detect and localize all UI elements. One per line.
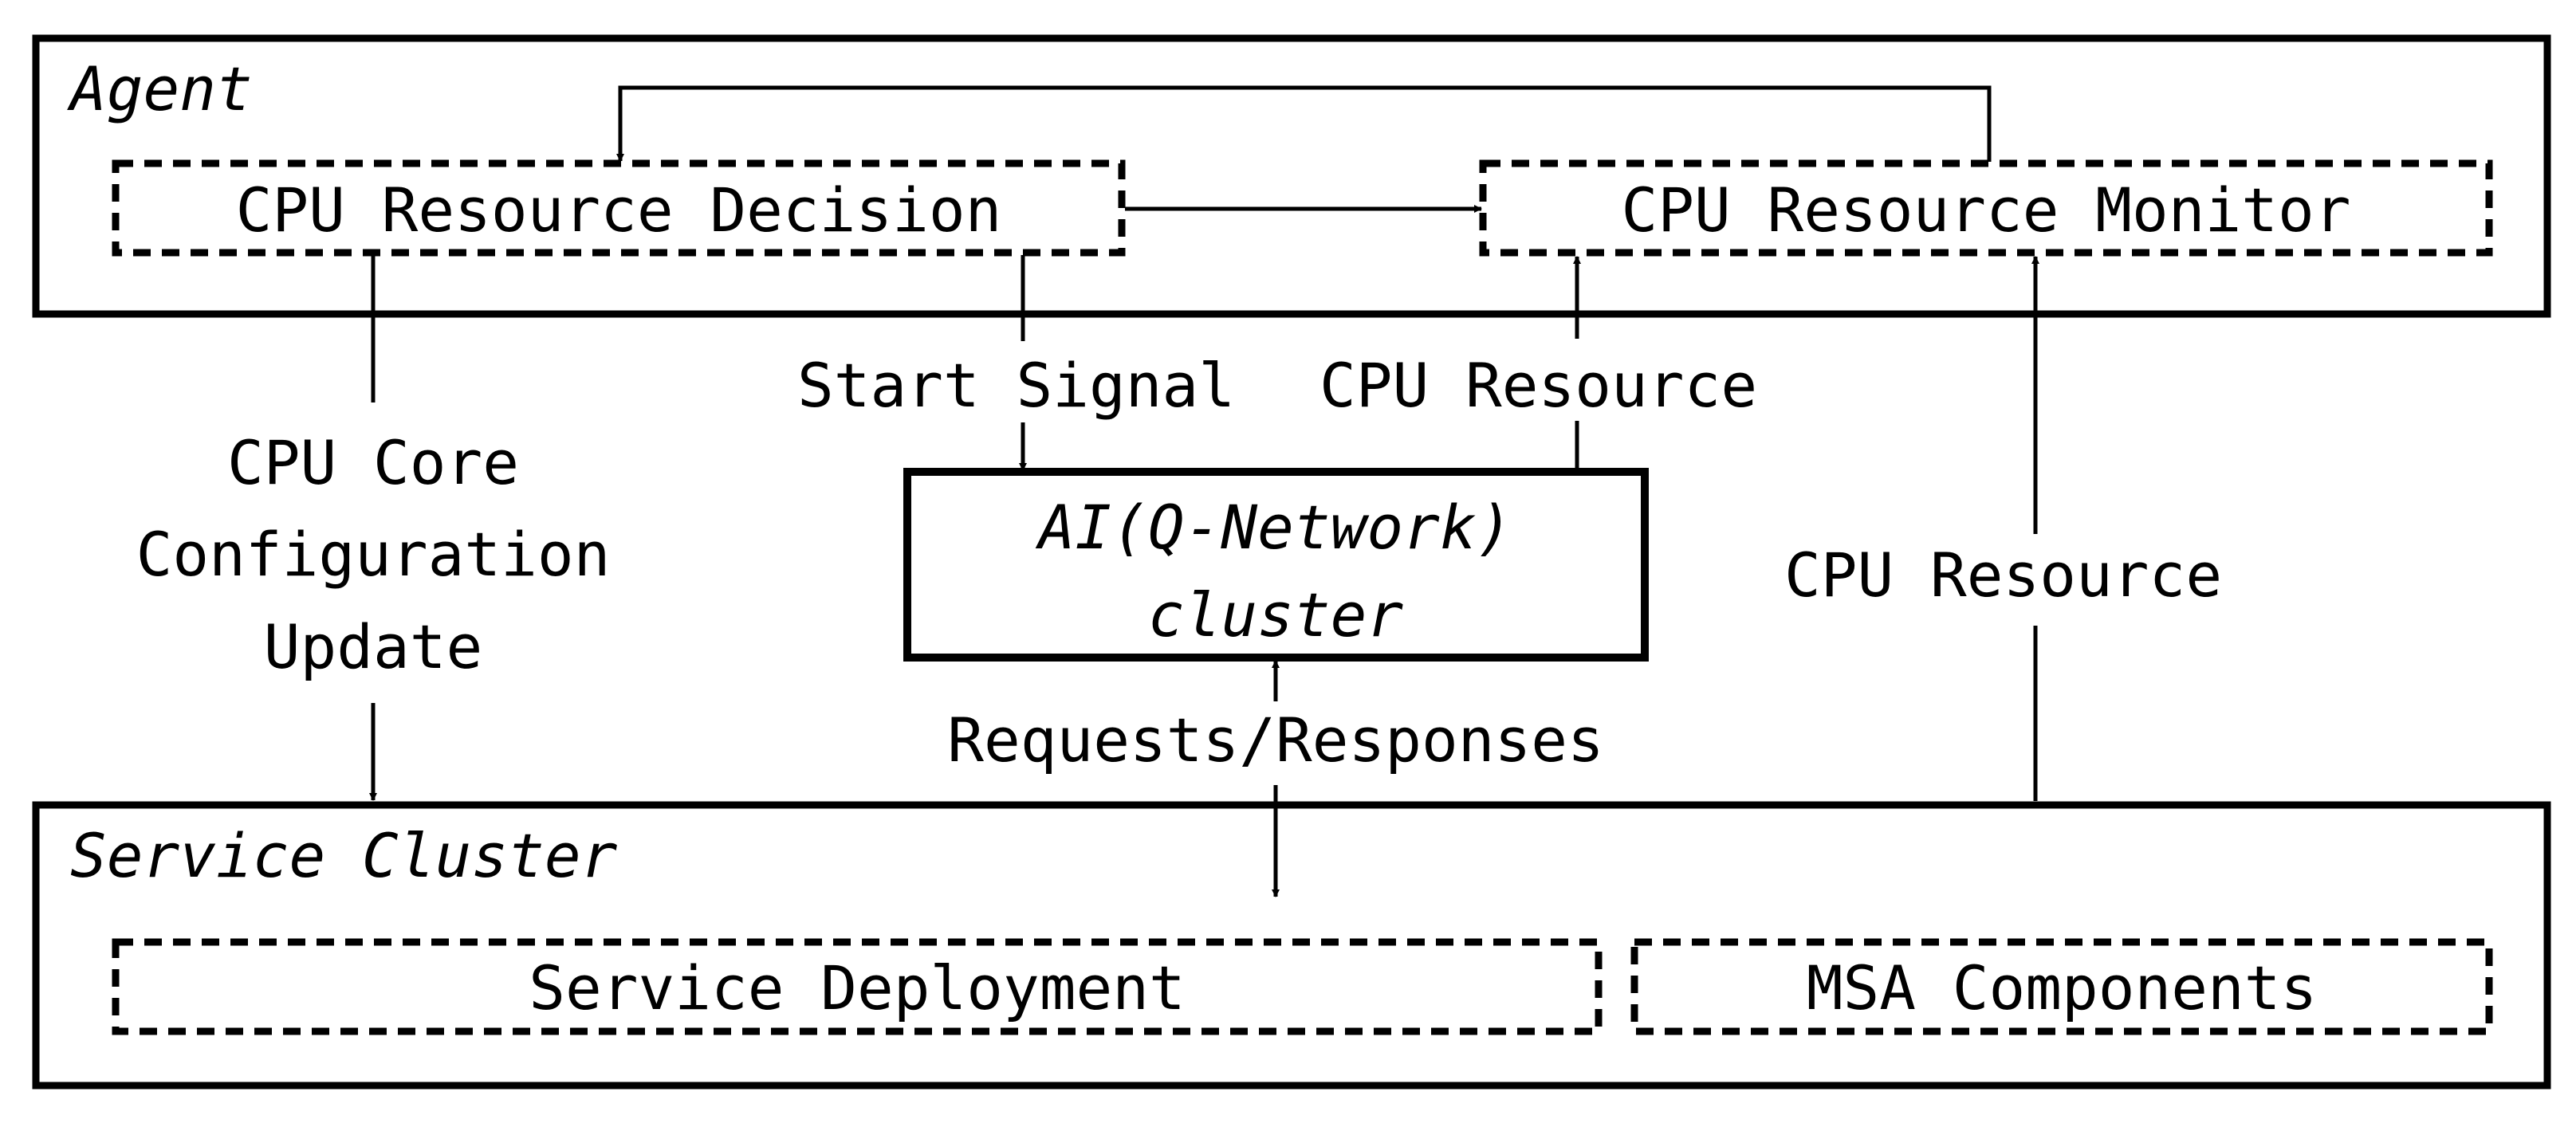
cpu-resource-decision-box bbox=[112, 159, 1126, 257]
ai-cluster-label-line2: cluster bbox=[1148, 579, 1404, 650]
cpu-resource-monitor-label: CPU Resource Monitor bbox=[1621, 175, 2350, 245]
core-config-label-line1: CPU Core bbox=[227, 427, 519, 498]
agent-title: Agent bbox=[67, 53, 253, 124]
cpu-resource-decision-label: CPU Resource Decision bbox=[236, 175, 1002, 245]
ai-cluster-box bbox=[903, 468, 1649, 662]
core-config-label-line3: Update bbox=[264, 611, 483, 682]
service-deployment-label: Service Deployment bbox=[529, 952, 1186, 1023]
service-deployment-box bbox=[112, 938, 1603, 1035]
start-signal-label: Start Signal bbox=[797, 350, 1235, 421]
service-cpu-resource-label: CPU Resource bbox=[1784, 540, 2222, 611]
msa-components-box bbox=[1630, 938, 2493, 1035]
requests-responses-label: Requests/Responses bbox=[947, 705, 1604, 775]
monitor-to-decision-feedback-arrow bbox=[616, 85, 1992, 162]
service-cluster-box bbox=[32, 801, 2551, 1090]
ai-cluster-label-line1: AI(Q-Network) bbox=[1036, 492, 1513, 563]
cpu-resource-monitor-box bbox=[1479, 159, 2493, 257]
ai-cpu-resource-label: CPU Resource bbox=[1319, 350, 1757, 421]
msa-components-label: MSA Components bbox=[1807, 952, 2318, 1023]
core-config-label-line2: Configuration bbox=[136, 519, 611, 590]
service-cluster-title: Service Cluster bbox=[70, 820, 618, 891]
agent-box bbox=[32, 34, 2551, 318]
